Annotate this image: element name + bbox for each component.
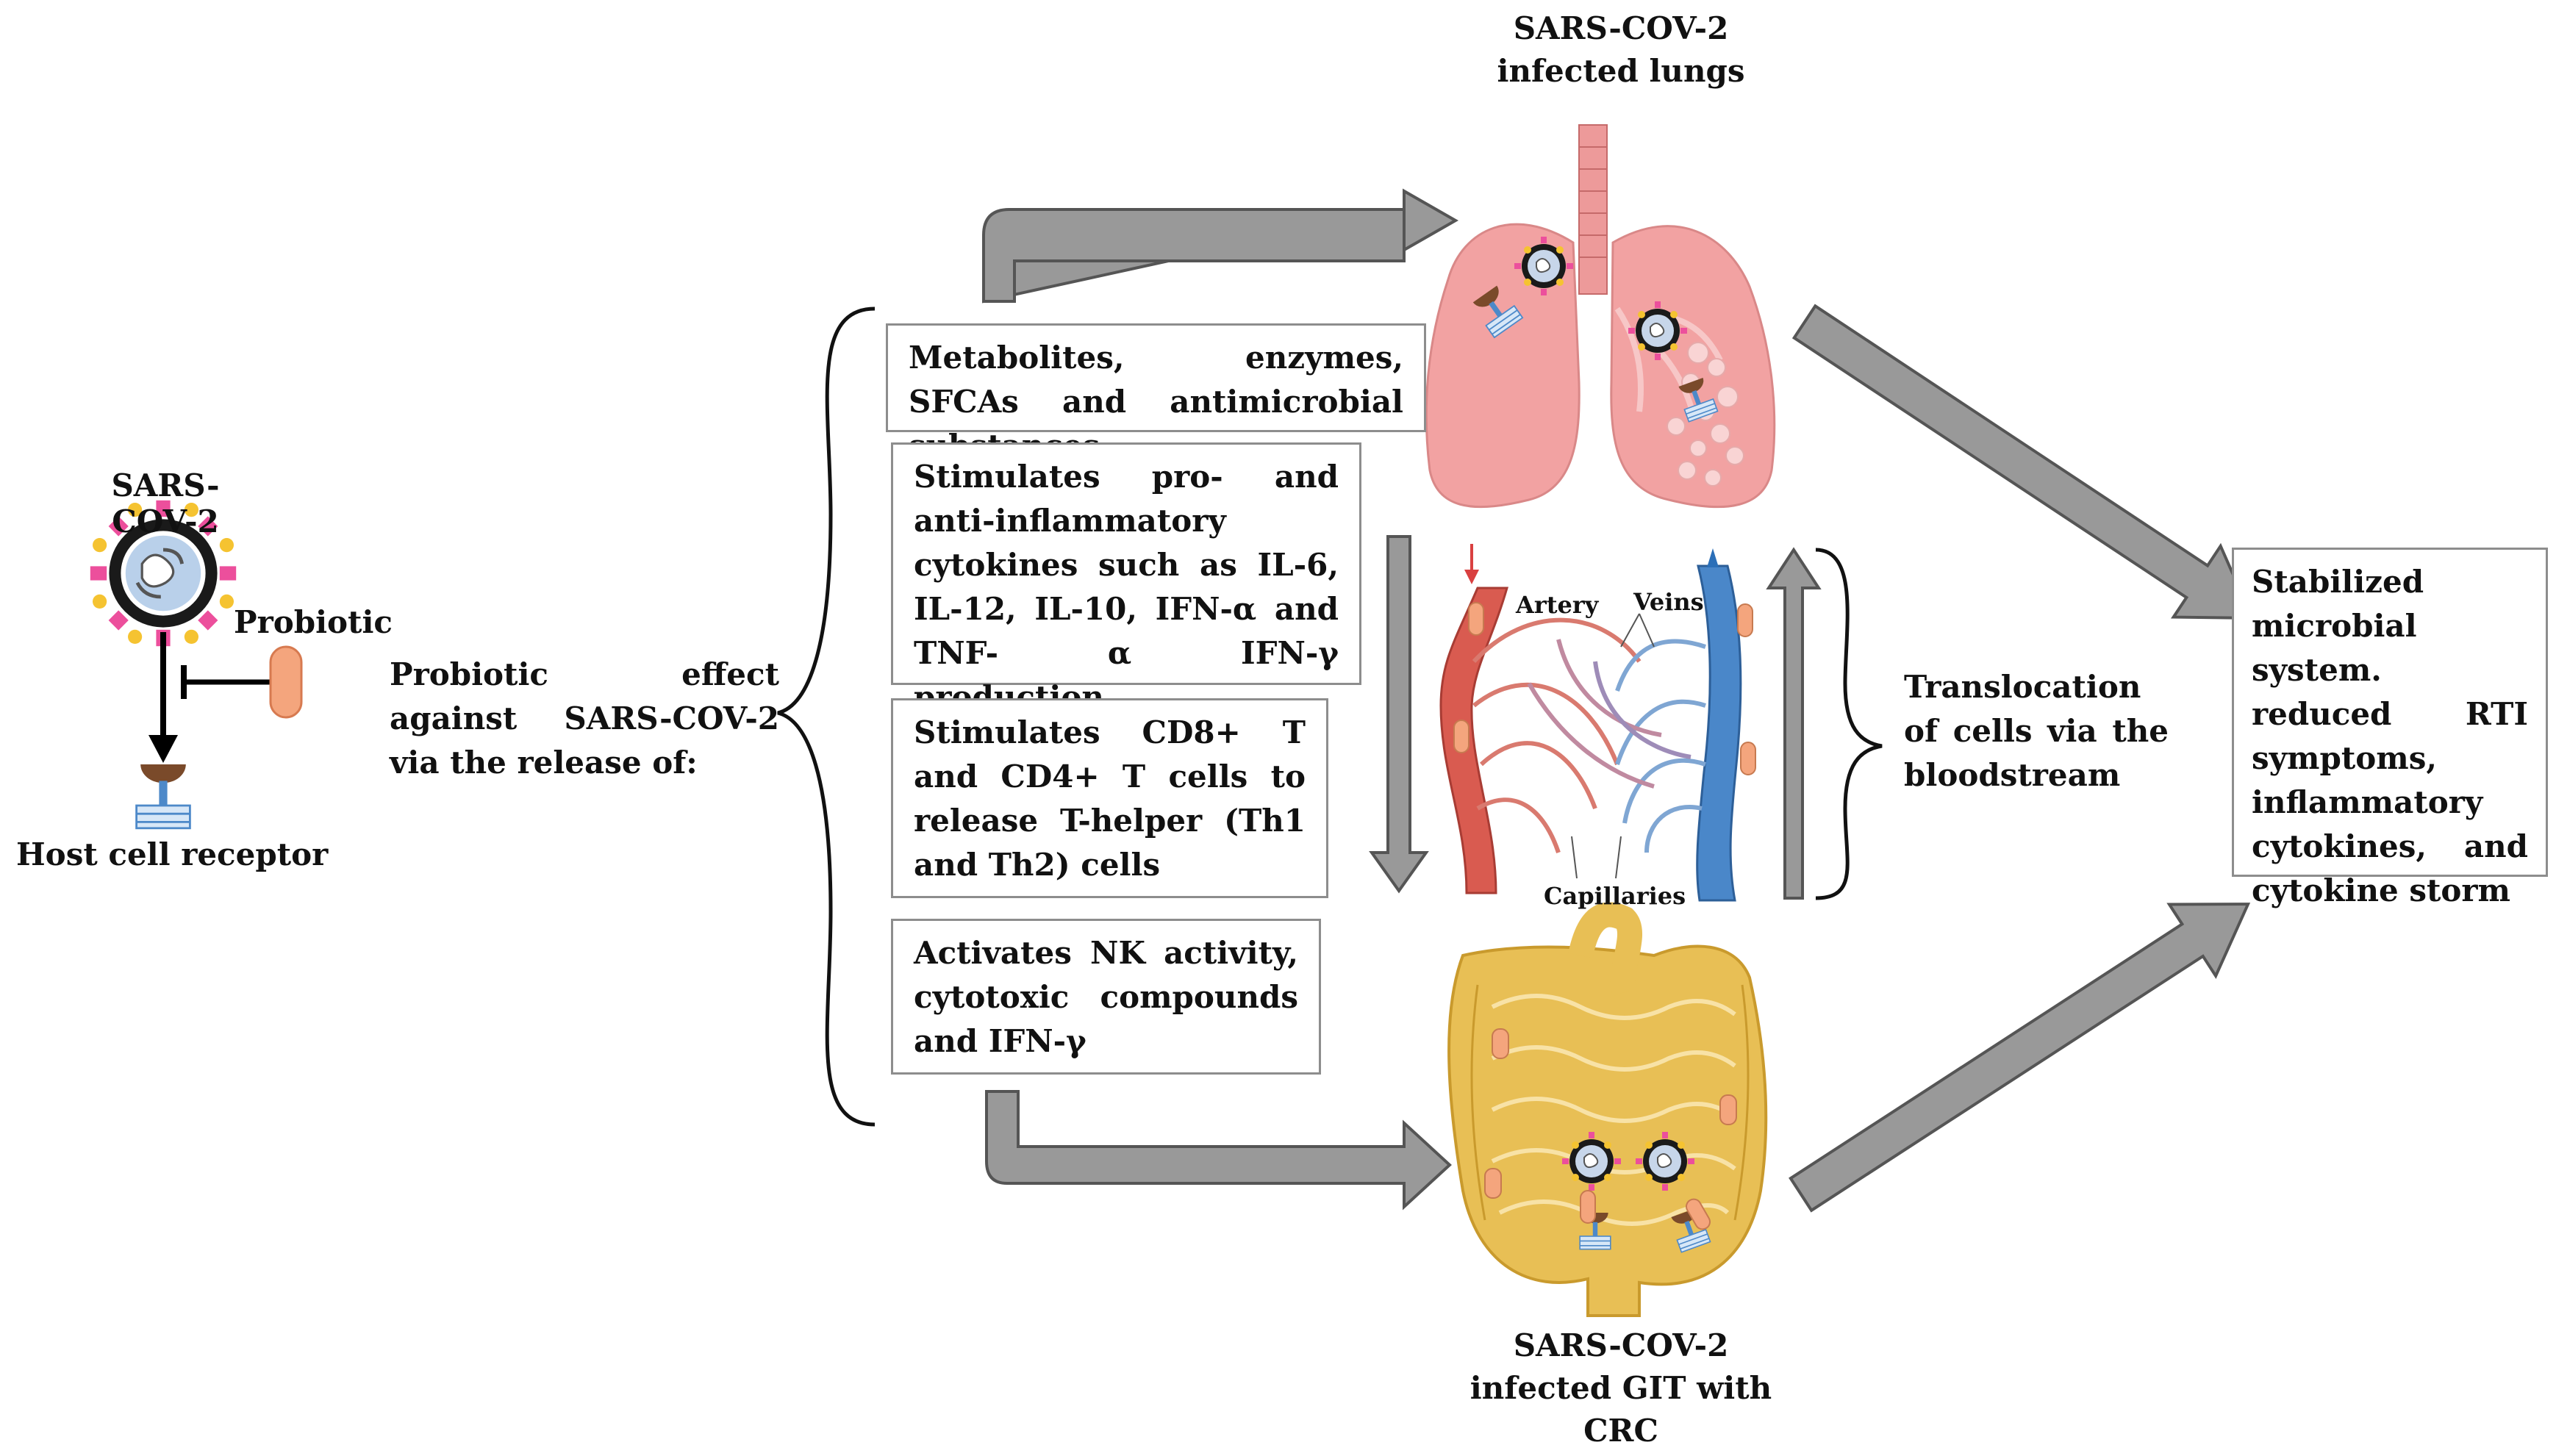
git-label: SARS-COV-2 infected GIT with CRC [1441, 1324, 1801, 1452]
lungs-label-line2: infected lungs [1497, 53, 1745, 89]
blood-vessels-illustration [1439, 544, 1756, 902]
git-label-line3: CRC [1583, 1413, 1658, 1449]
host-receptor-label: Host cell receptor [16, 836, 329, 872]
inhibition-bar [181, 665, 271, 699]
arrow-lungs-to-outcome [1791, 304, 2255, 620]
virus-to-receptor-arrow [148, 632, 178, 763]
metabolites-box: Metabolites, enzymes, SFCAs and antimicr… [886, 323, 1426, 464]
right-curly-brace [1815, 548, 1883, 900]
capillaries-label: Capillaries [1544, 882, 1686, 910]
virus-label: SARS-COV-2 [111, 467, 220, 539]
git-label-line2: infected GIT with [1469, 1370, 1772, 1406]
outcome-box: Stabilized microbial system. reduced RTI… [2232, 548, 2548, 908]
translocation-text: Translocation of cells via the bloodstre… [1904, 669, 2169, 793]
tcells-box: Stimulates CD8+ T and CD4+ T cells to re… [891, 698, 1328, 898]
nk-box: Activates NK activity, cytotoxic compoun… [891, 919, 1321, 1075]
intestine-illustration [1447, 902, 1768, 1317]
lungs-illustration [1425, 124, 1776, 509]
lungs-label-line1: SARS-COV-2 [1513, 10, 1729, 46]
probiotic-effect-text: Probiotic effect against SARS-COV-2 via … [390, 656, 779, 781]
arrow-down-bloodstream [1369, 535, 1429, 894]
host-receptor-icon [135, 763, 191, 830]
probiotic-icon [269, 645, 303, 719]
arrow-to-intestine [985, 1090, 1452, 1211]
arrow-to-lungs [982, 188, 1459, 304]
artery-label: Artery [1516, 591, 1599, 619]
lungs-label: SARS-COV-2 infected lungs [1470, 7, 1772, 93]
git-label-line1: SARS-COV-2 [1513, 1327, 1729, 1363]
probiotic-label: Probiotic [234, 604, 393, 640]
cytokines-box: Stimulates pro- and anti-inflammatory cy… [891, 442, 1361, 715]
left-curly-brace [777, 306, 876, 1127]
arrow-intestine-to-outcome [1789, 903, 2251, 1213]
arrow-up-bloodstream [1766, 547, 1822, 900]
veins-label: Veins [1633, 588, 1704, 616]
